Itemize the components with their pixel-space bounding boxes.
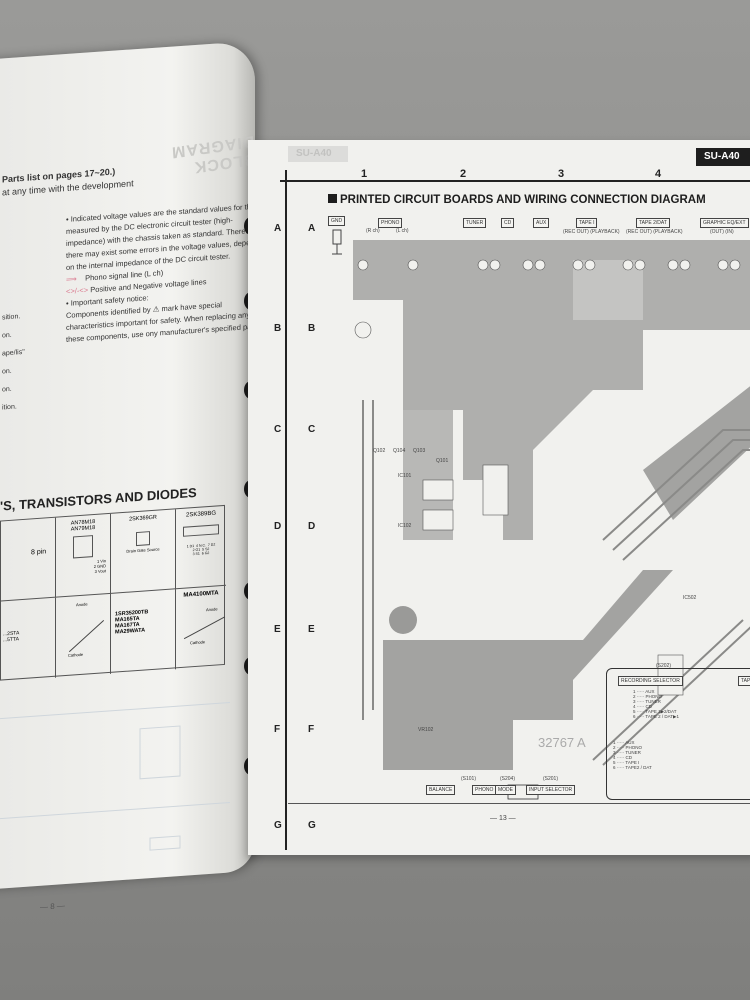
column-label: 3 xyxy=(558,168,565,180)
geq-jack-label: GRAPHIC EQ/EXT xyxy=(700,218,749,228)
recording-selector-ref: (S202) xyxy=(656,663,672,669)
row-label-outer: B xyxy=(274,323,282,334)
model-badge: SU-A40 xyxy=(696,148,750,166)
voltage-line-icon: <>/-<> xyxy=(66,285,91,296)
tape-partial-label: TAPE xyxy=(738,676,750,686)
diode-list: 1SR35200TB MA165TA MA167TA MA29WATA xyxy=(111,589,176,674)
right-page-number: — 13 — xyxy=(490,815,516,822)
ic-label: IC102 xyxy=(398,523,412,529)
left-rule xyxy=(285,170,287,850)
balance-label: BALANCE xyxy=(426,785,456,795)
voltage-notes: • Indicated voltage values are the stand… xyxy=(66,200,270,344)
tuner-jack-label: TUNER xyxy=(463,218,487,228)
row-label-inner: E xyxy=(308,624,315,635)
row-label-outer: A xyxy=(274,223,282,234)
tape2-sub-label: (REC OUT) (PLAYBACK) xyxy=(626,229,683,235)
ic-label: Q101 xyxy=(436,458,449,464)
row-label-outer: D xyxy=(274,521,282,532)
ic-label: Q102 xyxy=(373,448,386,454)
phono-jack-label: PHONO xyxy=(378,218,403,228)
phono-arrow-icon: ⟹ xyxy=(66,273,86,284)
ic-label: VR102 xyxy=(418,727,434,733)
diagram-title: PRINTED CIRCUIT BOARDS AND WIRING CONNEC… xyxy=(328,194,706,206)
phono-r-label: (R ch) xyxy=(366,228,380,234)
margin-fragments: sition.on.ape/lis"on.on.ition. xyxy=(2,313,25,412)
gnd-terminal-icon xyxy=(332,229,342,255)
tape2-jack-label: TAPE 2/DAT xyxy=(636,218,670,228)
s204-ref: (S204) xyxy=(500,776,516,782)
column-label: 1 xyxy=(361,168,368,180)
column-label: 4 xyxy=(655,168,662,180)
top-rule xyxy=(280,180,750,182)
left-page-number: — 8 — xyxy=(40,901,65,912)
ic-label: Q103 xyxy=(413,448,426,454)
right-page: SU-A40 SU-A40 1 2 3 4 PRINTED CIRCUIT BO… xyxy=(248,140,750,855)
phono-switch-label: PHONO xyxy=(472,785,497,795)
ic-label: IC502 xyxy=(683,595,697,601)
phono-l-label: (L ch) xyxy=(396,228,409,234)
board-number: 32767 A xyxy=(538,735,586,750)
tape1-jack-label: TAPE I xyxy=(576,218,598,228)
row-label-outer: E xyxy=(274,624,281,635)
row-label-outer: F xyxy=(274,724,281,735)
gnd-label: GND xyxy=(328,216,346,226)
pcb-artwork xyxy=(353,240,750,800)
aux-jack-label: AUX xyxy=(533,218,550,228)
diode-left-cell: ...2STA ...5TTA xyxy=(1,597,56,682)
left-page: BLOCK DIAGRAM Parts list on pages 17~20.… xyxy=(0,40,270,912)
row-label-outer: G xyxy=(274,820,282,831)
pin-label: 8 pin xyxy=(1,517,56,602)
input-selector-label: INPUT SELECTOR xyxy=(526,785,576,795)
row-label-inner: B xyxy=(308,323,316,334)
selector-panel xyxy=(606,668,750,800)
row-label-inner: F xyxy=(308,724,315,735)
column-label: 2 xyxy=(460,168,467,180)
s201-ref: (S201) xyxy=(543,776,559,782)
row-label-inner: C xyxy=(308,424,316,435)
row-label-inner: A xyxy=(308,223,316,234)
ghost-model: SU-A40 xyxy=(288,146,348,162)
tape1-sub-label: (REC OUT) (PLAYBACK) xyxy=(563,229,620,235)
geq-sub-label: (OUT) (IN) xyxy=(710,229,734,235)
mode-switch-label: MODE xyxy=(495,785,516,795)
row-label-inner: G xyxy=(308,820,316,831)
row-label-outer: C xyxy=(274,424,282,435)
s101-ref: (S101) xyxy=(461,776,477,782)
recording-selector-label: RECORDING SELECTOR xyxy=(618,676,683,686)
cd-jack-label: CD xyxy=(501,218,515,228)
ic-label: IC101 xyxy=(398,473,412,479)
watermark-heading: BLOCK DIAGRAM xyxy=(170,132,257,176)
bottom-rule xyxy=(288,803,750,804)
faint-schematic xyxy=(0,702,230,851)
row-label-inner: D xyxy=(308,521,316,532)
ic-label: Q104 xyxy=(393,448,406,454)
